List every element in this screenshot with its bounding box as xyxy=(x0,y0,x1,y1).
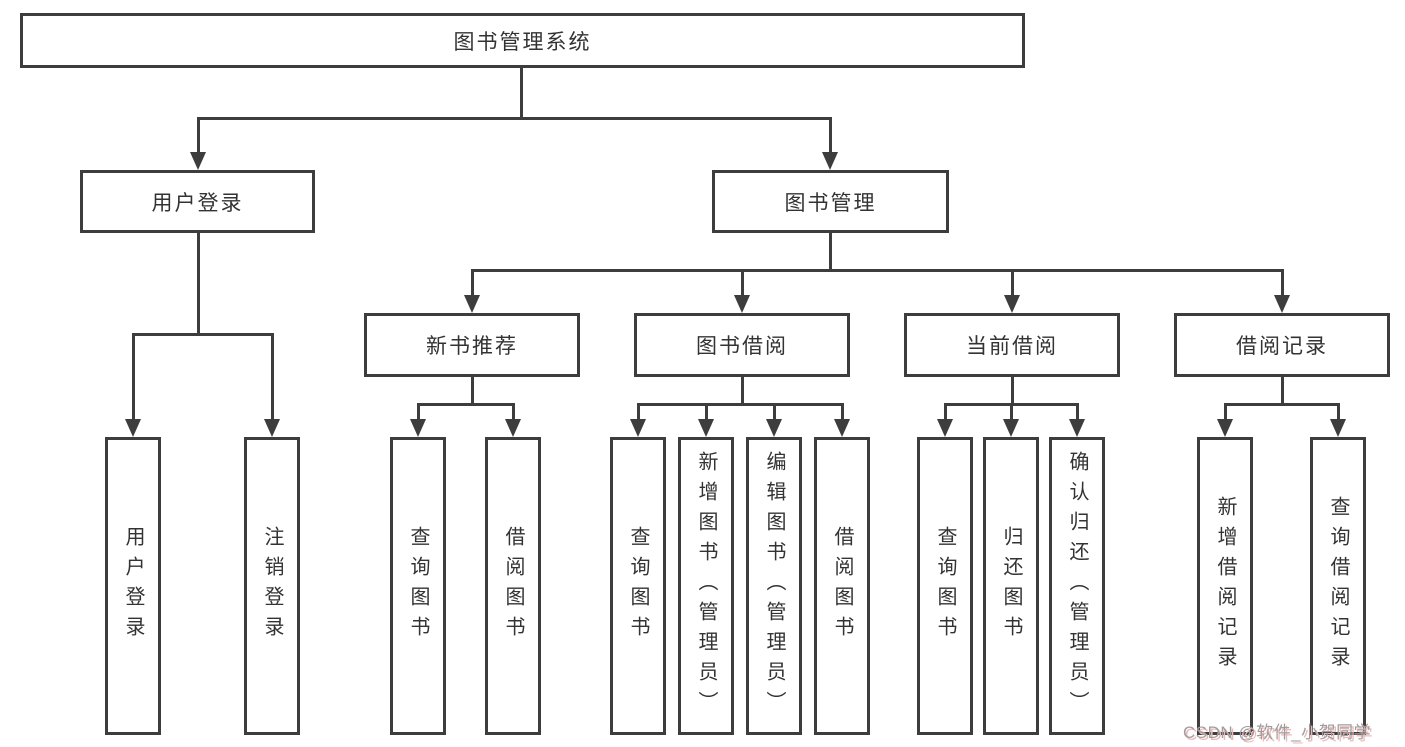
leaf-logout: 注销登录 xyxy=(244,437,300,735)
arrowhead-to-leaf xyxy=(766,419,782,437)
leaf-label: 用户登录 xyxy=(122,526,144,646)
arrowhead-to-new-book-recommend xyxy=(464,295,480,313)
line-stub-borrow-records xyxy=(1281,269,1284,297)
node-current-borrow: 当前借阅 xyxy=(904,313,1120,377)
csdn-watermark: CSDN @软件_小贺同学 xyxy=(1183,723,1372,742)
line-stub-leaf xyxy=(417,403,420,421)
line-stub-leaf xyxy=(1010,403,1013,421)
leaf-label: 归还图书 xyxy=(1000,526,1022,646)
line-stub-leaf-login xyxy=(132,333,135,421)
arrowhead-to-leaf xyxy=(410,419,426,437)
arrowhead-to-leaf xyxy=(1003,419,1019,437)
line-stub-leaf xyxy=(1224,403,1227,421)
line-book-management-drop xyxy=(829,233,832,272)
line-new-book-recommend-bus xyxy=(417,403,515,406)
arrowhead-to-leaf xyxy=(630,419,646,437)
leaf-label: 新增图书（管理员） xyxy=(695,451,717,721)
arrowhead-to-leaf xyxy=(505,419,521,437)
leaf-label: 查询图书 xyxy=(627,526,649,646)
arrowhead-to-leaf xyxy=(937,419,953,437)
line-root-drop xyxy=(520,68,523,118)
arrowhead-to-leaf xyxy=(834,419,850,437)
node-label: 用户登录 xyxy=(151,191,244,215)
node-label: 图书借阅 xyxy=(696,335,788,358)
node-user-login: 用户登录 xyxy=(80,170,315,233)
arrowhead-to-book-management xyxy=(822,152,838,170)
node-label: 图书管理 xyxy=(784,191,877,215)
leaf-query-borrow-record: 查询借阅记录 xyxy=(1310,437,1366,735)
node-new-book-recommend: 新书推荐 xyxy=(364,313,580,377)
node-label: 图书管理系统 xyxy=(453,30,592,54)
leaf-confirm-return-admin: 确认归还（管理员） xyxy=(1049,437,1105,735)
node-root-system: 图书管理系统 xyxy=(20,13,1025,68)
line-stub-current-borrow xyxy=(1011,269,1014,297)
leaf-user-login: 用户登录 xyxy=(105,437,161,735)
line-user-login-bus xyxy=(132,333,273,336)
line-stub-user-login xyxy=(197,117,200,156)
arrowhead-to-leaf xyxy=(1330,419,1346,437)
leaf-label: 借阅图书 xyxy=(831,526,853,646)
line-stub-new-book-recommend xyxy=(471,269,474,297)
leaf-label: 查询图书 xyxy=(934,526,956,646)
arrowhead-to-leaf-logout xyxy=(264,419,280,437)
node-book-management: 图书管理 xyxy=(712,170,949,233)
arrowhead-to-leaf-login xyxy=(125,419,141,437)
line-stub-leaf xyxy=(944,403,947,421)
line-stub-leaf xyxy=(773,403,776,421)
arrowhead-to-leaf xyxy=(698,419,714,437)
line-stub-leaf xyxy=(1337,403,1340,421)
node-label: 借阅记录 xyxy=(1236,335,1328,358)
leaf-add-books-admin: 新增图书（管理员） xyxy=(678,437,734,735)
line-borrow-records-drop xyxy=(1281,377,1284,405)
line-current-borrow-drop xyxy=(1011,377,1014,405)
arrowhead-to-current-borrow xyxy=(1004,295,1020,313)
line-stub-leaf-logout xyxy=(271,333,274,421)
line-level3-bus xyxy=(471,269,1283,272)
line-book-borrow-bus xyxy=(637,403,844,406)
line-stub-leaf xyxy=(637,403,640,421)
leaf-label: 确认归还（管理员） xyxy=(1066,451,1088,721)
arrowhead-to-borrow-records xyxy=(1274,295,1290,313)
arrowhead-to-user-login xyxy=(190,152,206,170)
line-stub-book-borrow xyxy=(741,269,744,297)
leaf-label: 查询借阅记录 xyxy=(1327,496,1349,676)
arrowhead-to-leaf xyxy=(1217,419,1233,437)
leaf-query-books-borrow: 查询图书 xyxy=(610,437,666,735)
leaf-borrow-books: 借阅图书 xyxy=(814,437,870,735)
leaf-label: 新增借阅记录 xyxy=(1214,496,1236,676)
line-stub-leaf xyxy=(1076,403,1079,421)
arrowhead-to-book-borrow xyxy=(734,295,750,313)
line-borrow-records-bus xyxy=(1224,403,1340,406)
leaf-label: 查询图书 xyxy=(407,526,429,646)
line-stub-leaf xyxy=(841,403,844,421)
line-user-login-drop xyxy=(197,233,200,335)
line-stub-book-management xyxy=(829,117,832,156)
node-book-borrow: 图书借阅 xyxy=(634,313,850,377)
leaf-query-books-current: 查询图书 xyxy=(917,437,973,735)
leaf-add-borrow-record: 新增借阅记录 xyxy=(1197,437,1253,735)
line-new-book-recommend-drop xyxy=(471,377,474,405)
leaf-borrow-books-recommend: 借阅图书 xyxy=(485,437,541,735)
line-stub-leaf xyxy=(705,403,708,421)
leaf-label: 借阅图书 xyxy=(502,526,524,646)
line-book-borrow-drop xyxy=(741,377,744,405)
line-level2-bus xyxy=(197,117,832,120)
leaf-query-books-recommend: 查询图书 xyxy=(390,437,446,735)
leaf-return-books: 归还图书 xyxy=(983,437,1039,735)
arrowhead-to-leaf xyxy=(1069,419,1085,437)
leaf-edit-books-admin: 编辑图书（管理员） xyxy=(746,437,802,735)
node-label: 新书推荐 xyxy=(426,335,518,358)
node-label: 当前借阅 xyxy=(966,335,1058,358)
leaf-label: 编辑图书（管理员） xyxy=(763,451,785,721)
leaf-label: 注销登录 xyxy=(261,526,283,646)
node-borrow-records: 借阅记录 xyxy=(1174,313,1390,377)
line-stub-leaf xyxy=(512,403,515,421)
